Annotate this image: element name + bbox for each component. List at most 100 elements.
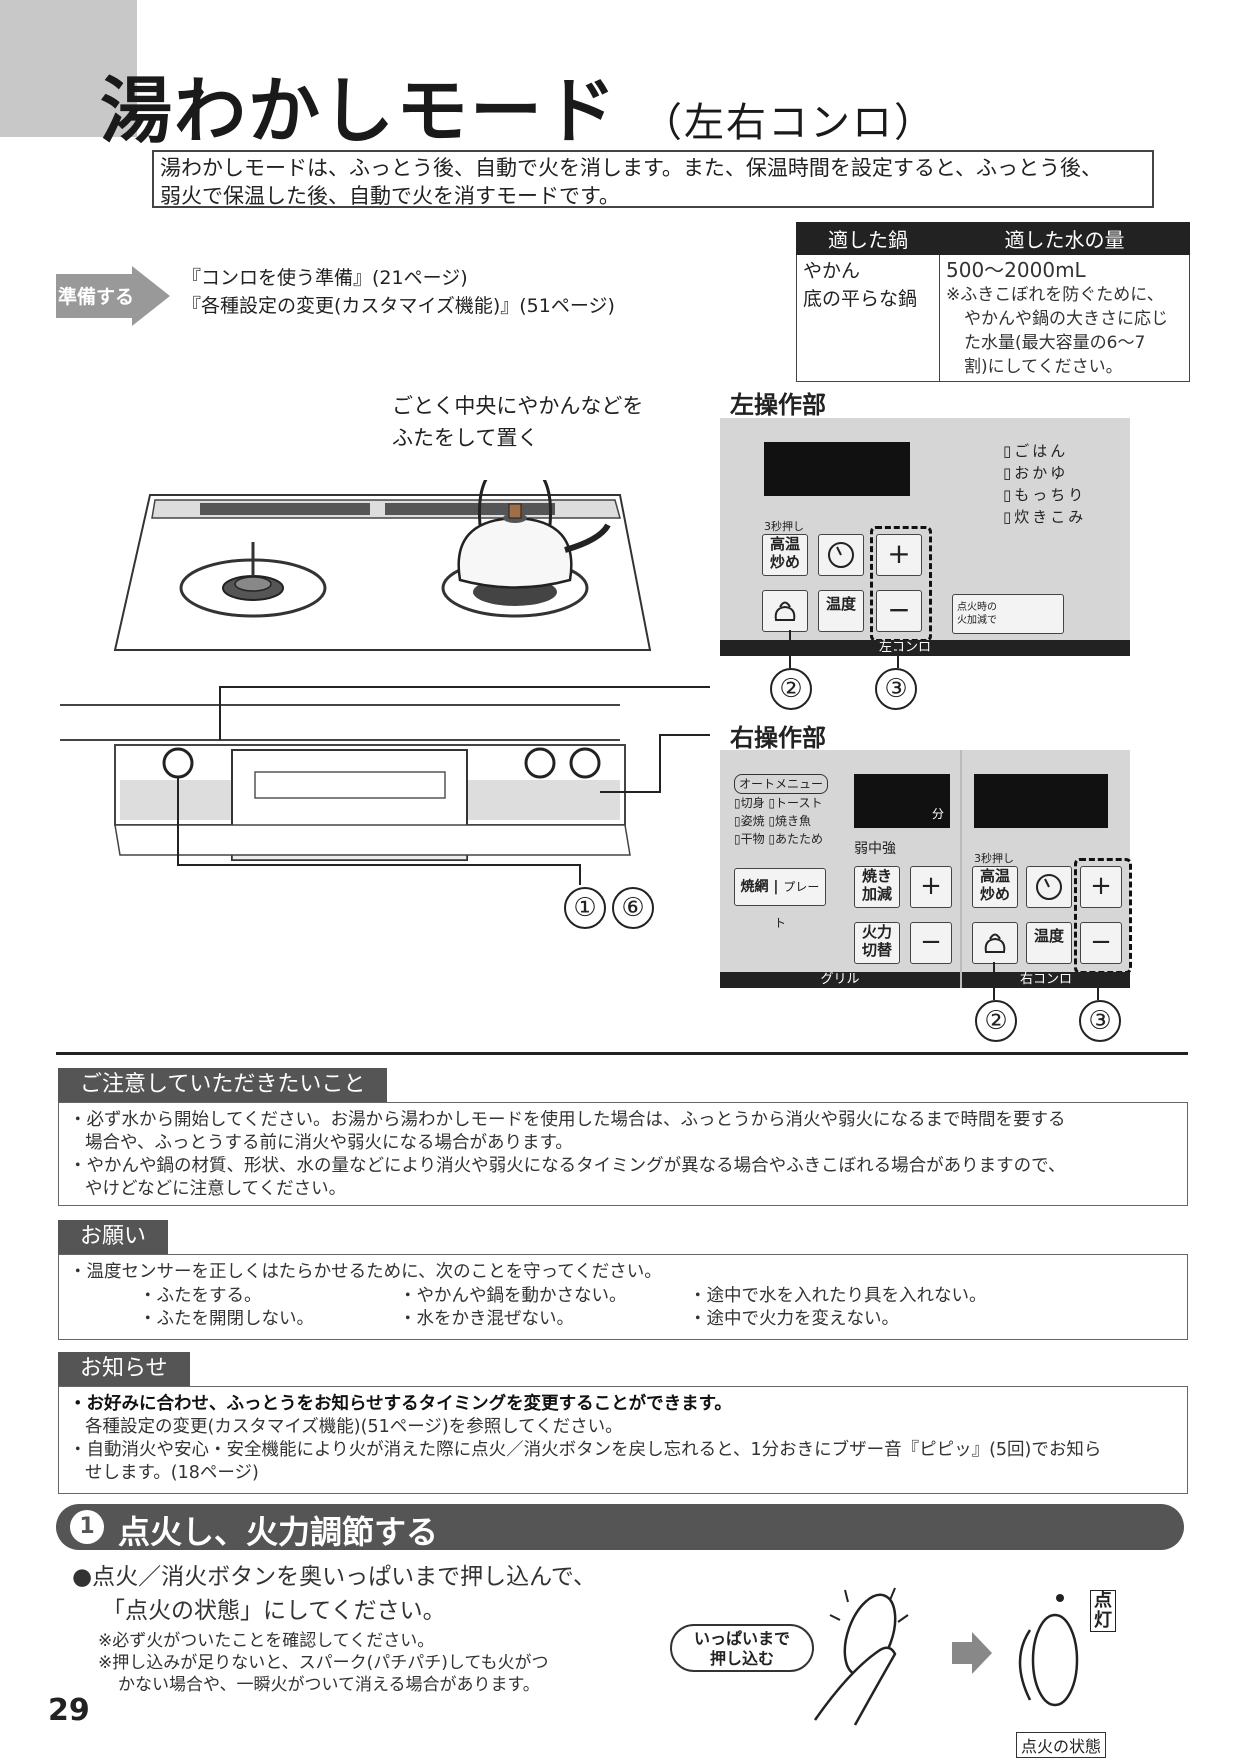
caution-box: ・必ず水から開始してください。お湯から湯わかしモードを使用した場合は、ふっとうか… — [58, 1102, 1188, 1206]
request-col: ・途中で水を入れたり具を入れない。 ・途中で火力を変えない。 — [689, 1285, 987, 1331]
plus-button[interactable]: + — [876, 534, 922, 576]
callout-line: ごとく中央にやかんなどを — [392, 394, 644, 418]
caution-heading: ご注意していただきたいこと — [58, 1068, 388, 1102]
right-timer-button[interactable] — [1026, 866, 1072, 908]
request-item: ・水をかき混ぜない。 — [399, 1309, 574, 1329]
left-panel-footer: 左コンロ — [720, 640, 1130, 656]
right-panel-footer: 右コンロ — [962, 972, 1130, 988]
request-col: ・やかんや鍋を動かさない。 ・水をかき混ぜない。 — [399, 1285, 627, 1331]
high-temp-button[interactable]: 高温炒め — [762, 534, 808, 576]
prepare-label: 準備する — [58, 285, 134, 308]
info-line: ・自動消火や安心・安全機能により火が消えた際に点火／消火ボタンを戻し忘れると、1… — [69, 1440, 1102, 1460]
water-header: 適した水の量 — [939, 222, 1190, 255]
section-divider — [56, 1052, 1188, 1055]
water-note: 割)にしてください。 — [964, 357, 1123, 377]
menu-item[interactable]: ▯もっちり — [1003, 486, 1087, 504]
right-boil-mode-button[interactable] — [972, 922, 1018, 964]
water-amount: 500～2000mL — [946, 258, 1086, 282]
hint-3sec: 3秒押し — [974, 852, 1014, 865]
info-line: 各種設定の変更(カスタマイズ機能)(51ページ)を参照してください。 — [85, 1417, 623, 1437]
step-title: 点火し、火力調節する — [118, 1513, 439, 1551]
minus-button[interactable]: − — [876, 590, 922, 632]
intro-box: 湯わかしモードは、ふっとう後、自動で火を消します。また、保温時間を設定すると、ふ… — [152, 150, 1154, 208]
right-temp-button[interactable]: 温度 — [1026, 922, 1072, 964]
menu-item[interactable]: ▯おかゆ — [1003, 464, 1069, 482]
right-minus-button[interactable]: − — [1080, 922, 1122, 964]
step-number: 1 — [70, 1510, 104, 1544]
left-burner — [179, 542, 327, 618]
knob-ignited-icon — [1018, 1594, 1079, 1707]
auto-menu-row: ▯切身 ▯トースト — [734, 796, 823, 810]
kettle-callout: ごとく中央にやかんなどを ふたをして置く — [392, 390, 643, 454]
timer-icon — [828, 542, 854, 568]
water-note: た水量(最大容量の6～7 — [964, 333, 1146, 353]
prepare-arrow: 準備する — [56, 266, 170, 326]
hint-3sec: 3秒押し — [764, 520, 804, 533]
instruction-line: ●点火／消火ボタンを奥いっぱいまで押し込んで、 — [72, 1564, 596, 1590]
page-title: 湯わかしモード（左右コンロ） — [100, 69, 937, 153]
water-note: ※ふきこぼれを防ぐために、 — [946, 285, 1164, 305]
grill-level-button[interactable]: 焼き加減 — [854, 866, 900, 908]
intro-line-2: 弱火で保温した後、自動で火を消すモードです。 — [160, 184, 620, 208]
page-title-sub: （左右コンロ） — [642, 100, 937, 146]
grill-plus-button[interactable]: + — [910, 866, 952, 908]
right-plus-button[interactable]: + — [1080, 866, 1122, 908]
corner-tab — [0, 0, 137, 137]
callout-line: ふたをして置く — [392, 426, 539, 450]
push-label: いっぱいまで押し込む — [670, 1624, 814, 1672]
panel-divider — [960, 750, 962, 988]
callout-num-3: ③ — [1079, 1000, 1121, 1042]
request-item: ・ふたをする。 — [139, 1286, 262, 1306]
request-col: ・ふたをする。 ・ふたを開閉しない。 — [139, 1285, 314, 1331]
timer-icon — [1036, 874, 1062, 900]
grill-display: 分 — [854, 774, 950, 828]
prepare-link[interactable]: 『コンロを使う準備』(21ページ) — [182, 267, 468, 289]
fire-switch-button[interactable]: 火力切替 — [854, 922, 900, 964]
temp-button[interactable]: 温度 — [818, 590, 864, 632]
auto-menu-title: オートメニュー — [734, 774, 829, 794]
left-display — [764, 442, 910, 496]
step-note: ※押し込みが足りないと、スパーク(パチパチ)しても火がつ — [98, 1653, 549, 1673]
pot-header: 適した鍋 — [796, 222, 940, 255]
caution-line: 場合や、ふっとうする前に消火や弱火になる場合があります。 — [85, 1133, 573, 1153]
right-high-temp-button[interactable]: 高温炒め — [972, 866, 1018, 908]
right-control-panel: オートメニュー ▯切身 ▯トースト ▯姿焼 ▯焼き魚 ▯干物 ▯あたため 分 弱… — [720, 750, 1132, 988]
step-notes: ※必ず火がついたことを確認してください。 ※押し込みが足りないと、スパーク(パチ… — [98, 1630, 548, 1696]
caution-line: やけどなどに注意してください。 — [85, 1179, 347, 1199]
caution-line: ・やかんや鍋の材質、形状、水の量などにより消火や弱火になるタイミングが異なる場合… — [69, 1156, 1066, 1176]
prepare-link[interactable]: 『各種設定の変更(カスタマイズ機能)』(51ページ) — [182, 295, 615, 317]
ignite-state-label: 点火の状態 — [1016, 1732, 1107, 1758]
right-knob[interactable] — [524, 747, 601, 779]
request-item: ・途中で火力を変えない。 — [689, 1309, 899, 1329]
left-knob[interactable] — [162, 747, 194, 779]
water-note: やかんや鍋の大きさに応じ — [964, 309, 1168, 329]
right-panel-leaders — [993, 962, 1099, 1000]
finger-push-icon — [813, 1587, 909, 1726]
menu-item[interactable]: ▯ごはん — [1003, 442, 1069, 460]
left-panel-label: 左操作部 — [730, 391, 826, 419]
request-item: ・途中で水を入れたり具を入れない。 — [689, 1286, 987, 1306]
callout-num-3: ③ — [875, 668, 917, 710]
ignite-tag: 点灯 — [1090, 1590, 1116, 1632]
left-panel-leaders — [789, 630, 899, 668]
pot-item: 底の平らな鍋 — [803, 288, 918, 310]
prepare-links: 『コンロを使う準備』(21ページ) 『各種設定の変更(カスタマイズ機能)』(51… — [182, 264, 615, 320]
step-1-bar: 1 点火し、火力調節する — [56, 1504, 1184, 1551]
ignite-fire-level-button[interactable]: 点火時の火加減で — [952, 594, 1064, 634]
rice-menu: ▯ごはん ▯おかゆ ▯もっちり ▯炊きこみ — [1003, 440, 1086, 528]
kettle-icon — [457, 480, 611, 589]
intro-line-1: 湯わかしモードは、ふっとう後、自動で火を消します。また、保温時間を設定すると、ふ… — [160, 156, 1103, 180]
pot-cell: やかん 底の平らな鍋 — [796, 254, 940, 382]
request-item: ・ふたを開閉しない。 — [139, 1309, 314, 1329]
menu-item[interactable]: ▯炊きこみ — [1003, 508, 1087, 526]
info-box: ・お好みに合わせ、ふっとうをお知らせするタイミングを変更することができます。 各… — [58, 1386, 1188, 1494]
caution-line: ・必ず水から開始してください。お湯から湯わかしモードを使用した場合は、ふっとうか… — [69, 1110, 1066, 1130]
grill-net-plate-switch[interactable]: 焼網 | プレート — [734, 868, 826, 930]
auto-menu-row: ▯姿焼 ▯焼き魚 — [734, 814, 812, 828]
step-note: ※必ず火がついたことを確認してください。 — [98, 1631, 435, 1651]
grill-minus-button[interactable]: − — [910, 922, 952, 964]
timer-button[interactable] — [818, 534, 864, 576]
boil-mode-button[interactable] — [762, 590, 808, 632]
kettle-icon — [774, 601, 796, 621]
request-lead: ・温度センサーを正しくはたらかせるために、次のことを守ってください。 — [69, 1262, 662, 1282]
